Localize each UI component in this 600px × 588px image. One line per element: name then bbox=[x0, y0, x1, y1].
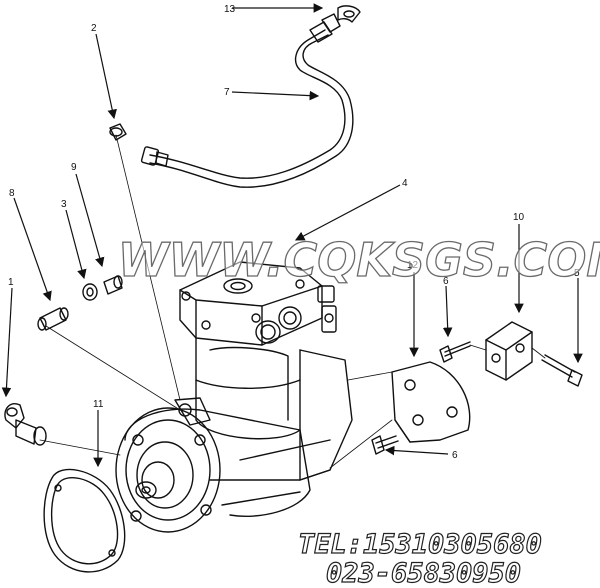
elbow-connector bbox=[4, 403, 47, 446]
capscrew-lower bbox=[371, 435, 399, 455]
capscrew-upper bbox=[439, 341, 471, 363]
mounting-block bbox=[485, 321, 533, 381]
phone-watermark: TEL:15310305680 bbox=[298, 529, 542, 560]
head-side-port bbox=[317, 285, 337, 333]
callout-3: 3 bbox=[61, 199, 67, 210]
callout-13: 13 bbox=[224, 4, 236, 15]
elbow-fitting-top bbox=[337, 5, 361, 23]
sealing-washer bbox=[82, 283, 98, 301]
gasket bbox=[43, 468, 126, 573]
callout-11: 11 bbox=[93, 399, 104, 410]
alignment-lines bbox=[39, 134, 546, 469]
drive-flange bbox=[115, 397, 221, 533]
air-line-tube bbox=[149, 29, 354, 188]
tube-end-fitting-right bbox=[309, 13, 341, 43]
callout-1: 1 bbox=[8, 277, 14, 288]
callout-8: 8 bbox=[9, 188, 15, 199]
tube-end-fitting-left bbox=[140, 146, 169, 167]
callout-labels: 13 2 7 4 9 8 3 1 11 10 12 6 5 6 bbox=[8, 4, 580, 461]
capscrew-5 bbox=[541, 354, 583, 387]
connector-fitting-8 bbox=[37, 307, 69, 331]
callout-arrows bbox=[1, 3, 583, 468]
callout-10: 10 bbox=[513, 212, 525, 223]
callout-6-upper: 6 bbox=[443, 276, 449, 287]
support-bracket bbox=[391, 361, 471, 443]
callout-12: 12 bbox=[407, 260, 419, 271]
callout-2: 2 bbox=[91, 23, 97, 34]
site-watermark: WWW.CQKSGS.COM bbox=[118, 233, 600, 287]
fax-watermark: 023-65830950 bbox=[326, 558, 521, 588]
callout-6-lower: 6 bbox=[452, 450, 458, 461]
callout-7: 7 bbox=[224, 87, 230, 98]
callout-9: 9 bbox=[71, 162, 77, 173]
callout-4: 4 bbox=[402, 178, 408, 189]
plug-fitting-9 bbox=[103, 275, 123, 295]
callout-5: 5 bbox=[574, 268, 580, 279]
elbow-fitting-2 bbox=[109, 123, 127, 141]
